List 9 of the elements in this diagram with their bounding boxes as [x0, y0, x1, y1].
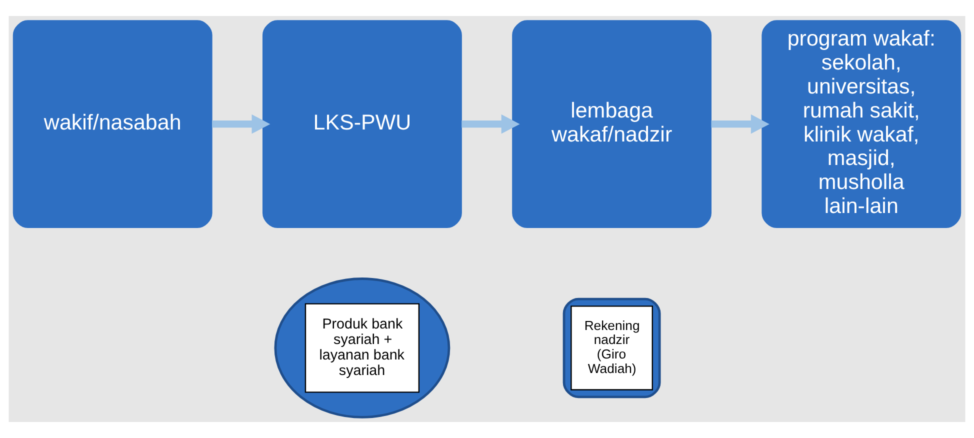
- node-box: Rekening nadzir (Giro Wadiah): [562, 298, 661, 398]
- node-box: program wakaf: sekolah, universitas, rumah sakit, klinik wakaf, masjid, musholla lain-lain: [762, 20, 962, 228]
- arrow: [212, 114, 270, 134]
- node-box: LKS-PWU: [262, 20, 462, 228]
- arrow: [711, 114, 770, 134]
- node-ellipse: Produk bank syariah + layanan bank syariah: [274, 278, 450, 418]
- node-box: wakif/nasabah: [12, 20, 212, 228]
- arrow: [462, 114, 520, 134]
- node-box: lembaga wakaf/nadzir: [512, 20, 712, 228]
